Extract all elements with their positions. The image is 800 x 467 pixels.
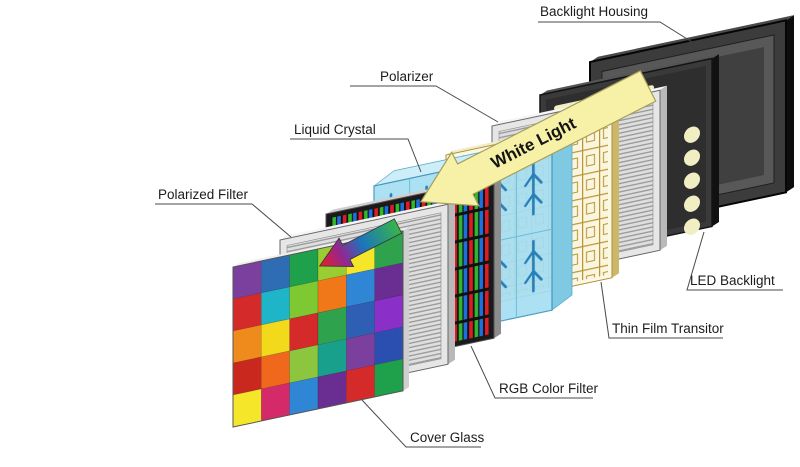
colored-light-arrow <box>318 218 403 267</box>
label-rgb-color-filter: RGB Color Filter <box>499 381 599 396</box>
connector-polarizer <box>350 85 499 123</box>
connector-rgb-color-filter <box>470 345 593 399</box>
connector-cover-glass <box>361 399 481 448</box>
connector-polarized-filter <box>155 203 292 238</box>
label-liquid-crystal: Liquid Crystal <box>294 122 376 137</box>
connector-thin-film-transistor <box>600 281 723 339</box>
label-thin-film-transistor: Thin Film Transitor <box>612 321 724 336</box>
label-backlight-housing: Backlight Housing <box>540 4 648 19</box>
connector-liquid-crystal <box>290 138 422 173</box>
label-cover-glass: Cover Glass <box>410 430 485 445</box>
label-polarized-filter: Polarized Filter <box>158 187 249 202</box>
label-polarizer: Polarizer <box>380 69 434 84</box>
connector-led-backlight <box>686 231 783 291</box>
white-light-arrow <box>419 70 657 207</box>
annotations: Backlight Housing Polarizer Liquid Cryst… <box>155 4 783 448</box>
label-led-backlight: LED Backlight <box>690 273 775 288</box>
connector-backlight-housing <box>538 21 693 43</box>
